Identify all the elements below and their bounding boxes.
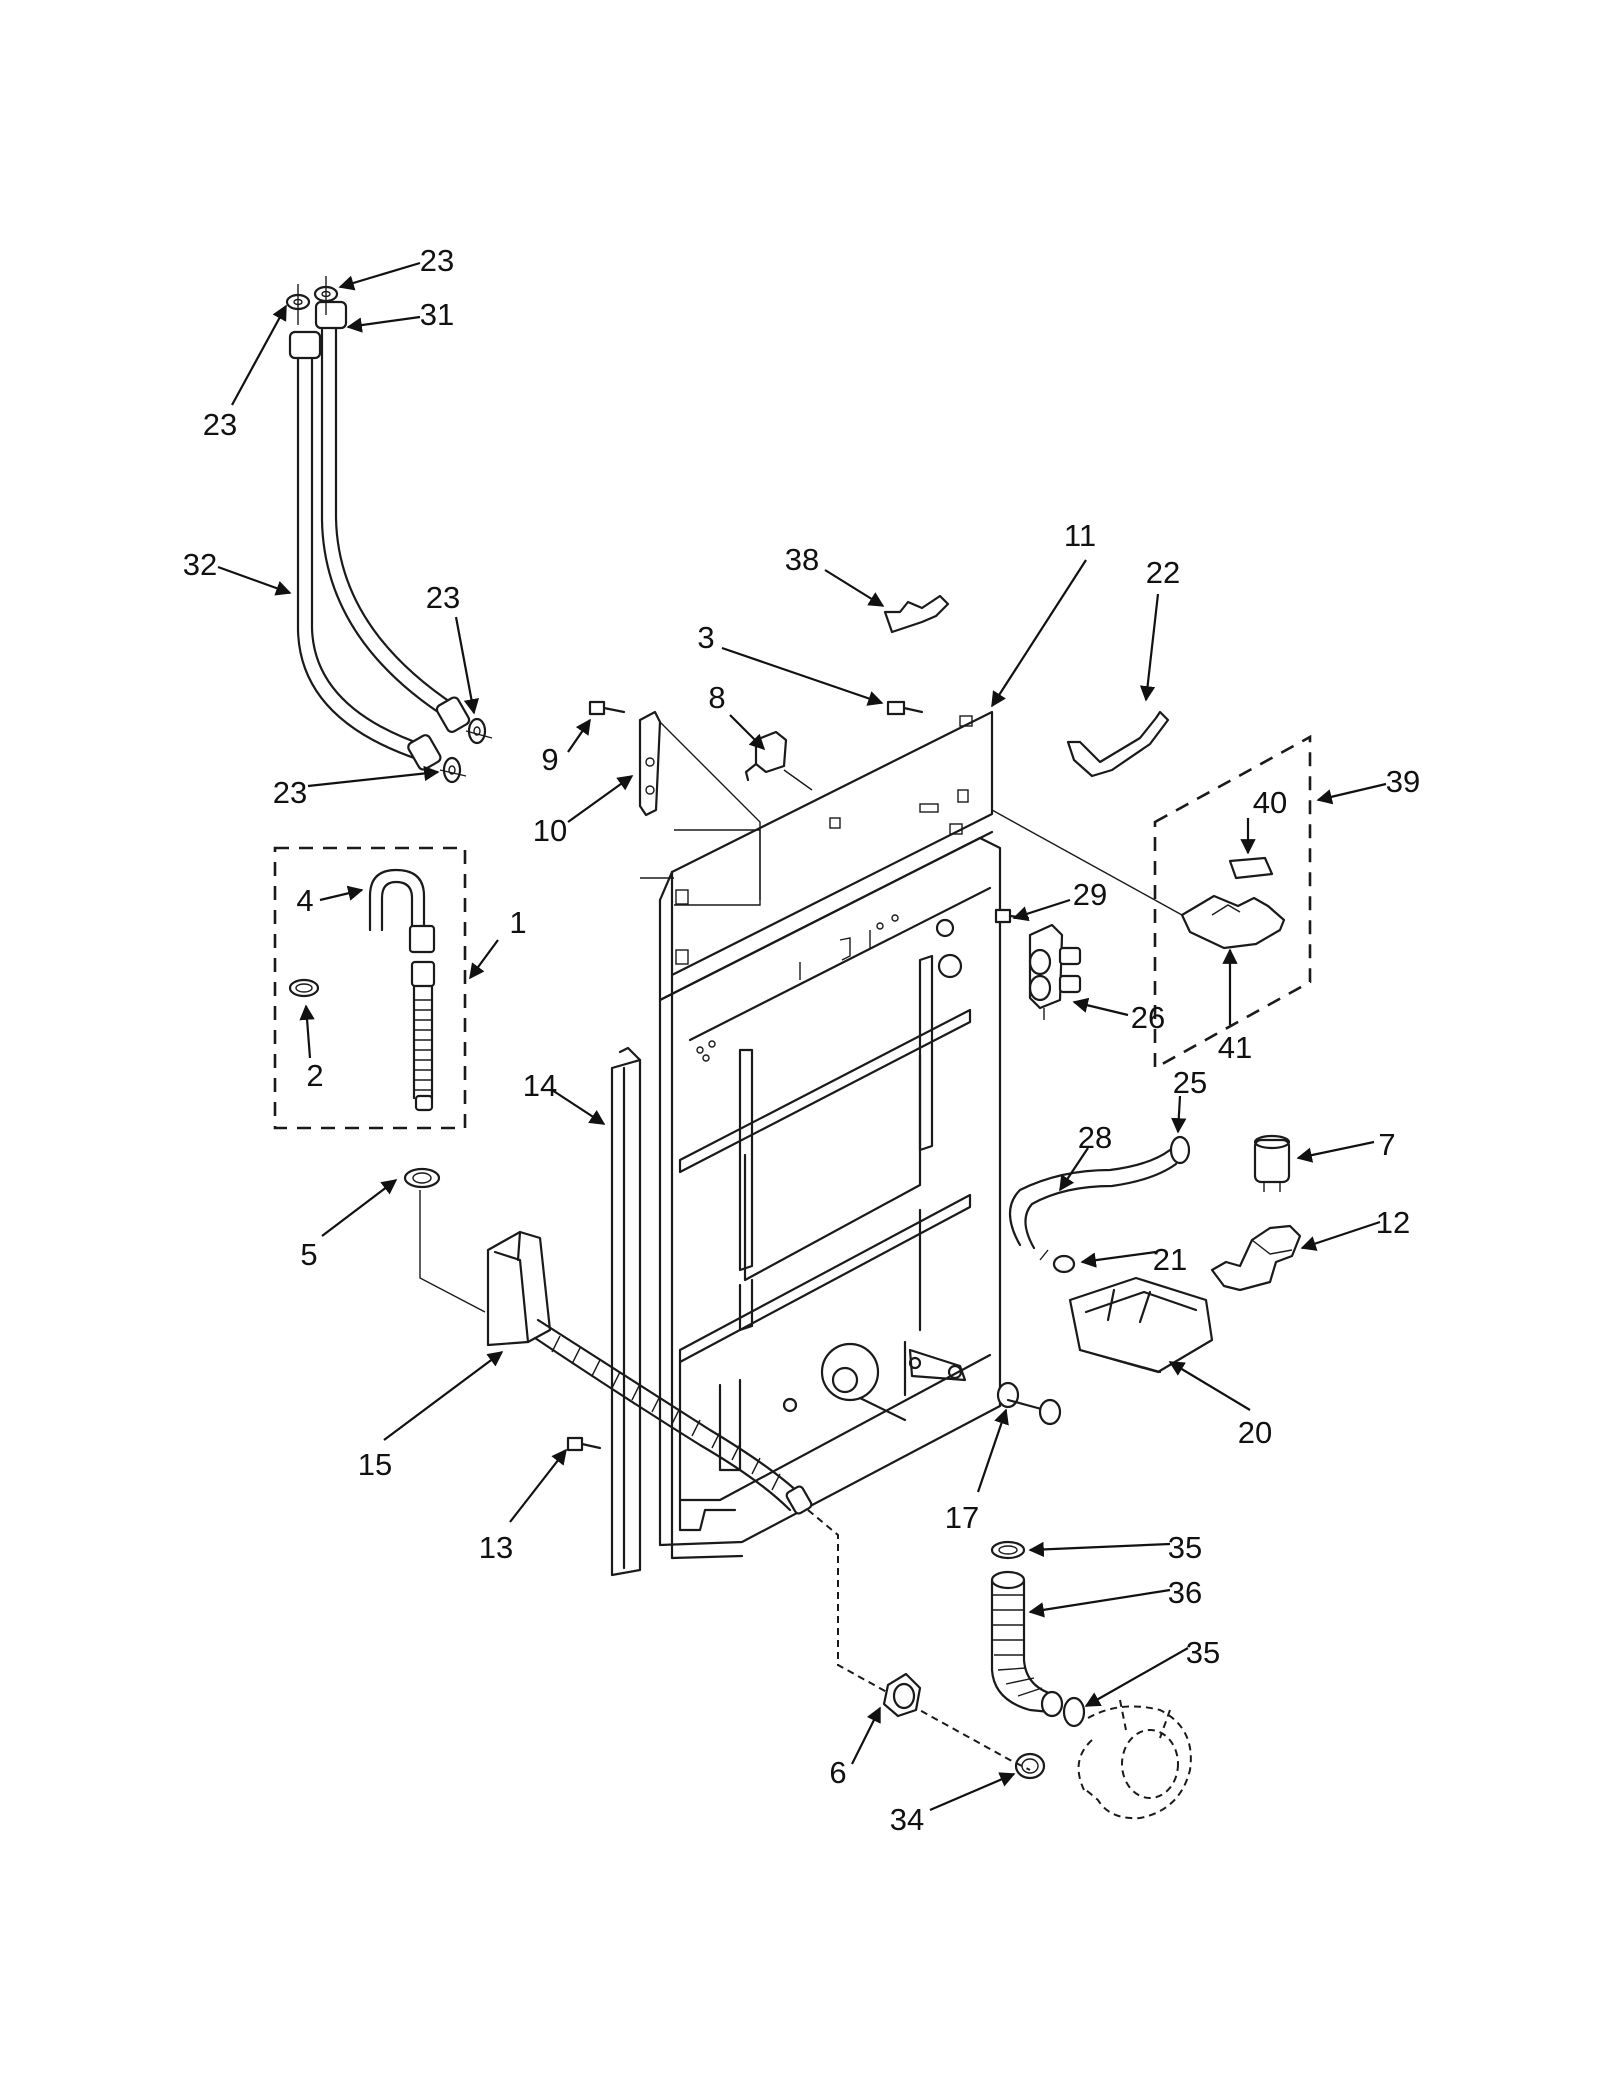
drain-hose [533,1318,1031,1771]
callout-label-29: 29 [1073,877,1107,912]
callout-label-40: 40 [1253,785,1287,820]
screw-13 [566,1436,602,1452]
screw-9 [588,700,626,716]
callout-label-11: 11 [1064,518,1096,553]
callout-label-14: 14 [523,1068,557,1103]
kit-1-box [273,846,467,1130]
callout-label-4: 4 [296,883,313,918]
callout-label-31: 31 [420,297,454,332]
part-7 [1253,1134,1291,1192]
callout-label-41: 41 [1218,1030,1252,1065]
kit-39-parts [991,809,1286,950]
callout-label-21: 21 [1153,1242,1187,1277]
callout-label-20: 20 [1238,1415,1272,1450]
callout-label-38: 38 [785,542,819,577]
callout-label-28: 28 [1078,1120,1112,1155]
callout-label-17: 17 [945,1500,979,1535]
callout-label-5: 5 [300,1237,317,1272]
callout-label-1: 1 [509,905,526,940]
water-valve-26 [1028,923,1082,1020]
corner-strip-14 [610,1046,642,1577]
clamp-34 [1014,1752,1046,1780]
clamp-35 [990,1540,1086,1728]
callout-label-10: 10 [533,813,567,848]
callout-label-22: 22 [1146,555,1180,590]
screw-3 [886,700,924,716]
inlet-hoses [288,300,471,771]
callout-label-25: 25 [1173,1065,1207,1100]
callout-label-23: 23 [273,775,307,810]
callout-label-35: 35 [1186,1635,1220,1670]
clamp-5 [403,1167,486,1313]
pump-outline [1077,1699,1192,1820]
leader-lines [217,261,1387,1812]
callout-label-6: 6 [829,1755,846,1790]
part-20 [1068,1276,1214,1374]
kit-39-box [1153,734,1312,1071]
callout-label-12: 12 [1376,1205,1410,1240]
callout-label-32: 32 [183,547,217,582]
callout-label-2: 2 [306,1058,323,1093]
callout-label-15: 15 [358,1447,392,1482]
callout-label-23: 23 [426,580,460,615]
callout-label-7: 7 [1378,1127,1395,1162]
callout-label-26: 26 [1131,1000,1165,1035]
callout-label-34: 34 [890,1802,924,1837]
callout-label-23: 23 [203,407,237,442]
callout-label-8: 8 [708,680,725,715]
callout-label-35: 35 [1168,1530,1202,1565]
clamp-6 [882,1672,922,1718]
rear-panel [640,710,1002,1560]
part-12 [1210,1224,1302,1292]
bracket-10 [638,710,761,900]
part-17 [996,1381,1062,1426]
drain-bracket-15 [486,1230,552,1347]
callout-label-23: 23 [420,243,454,278]
callout-label-39: 39 [1386,764,1420,799]
callout-label-3: 3 [697,620,714,655]
callout-label-9: 9 [541,742,558,777]
washers-23 [285,276,493,784]
callout-label-36: 36 [1168,1575,1202,1610]
bracket-22 [1066,710,1170,778]
kit-1-parts [288,868,436,1112]
hose-36 [990,1570,1064,1718]
clip-38 [883,594,950,634]
callout-label-13: 13 [479,1530,513,1565]
